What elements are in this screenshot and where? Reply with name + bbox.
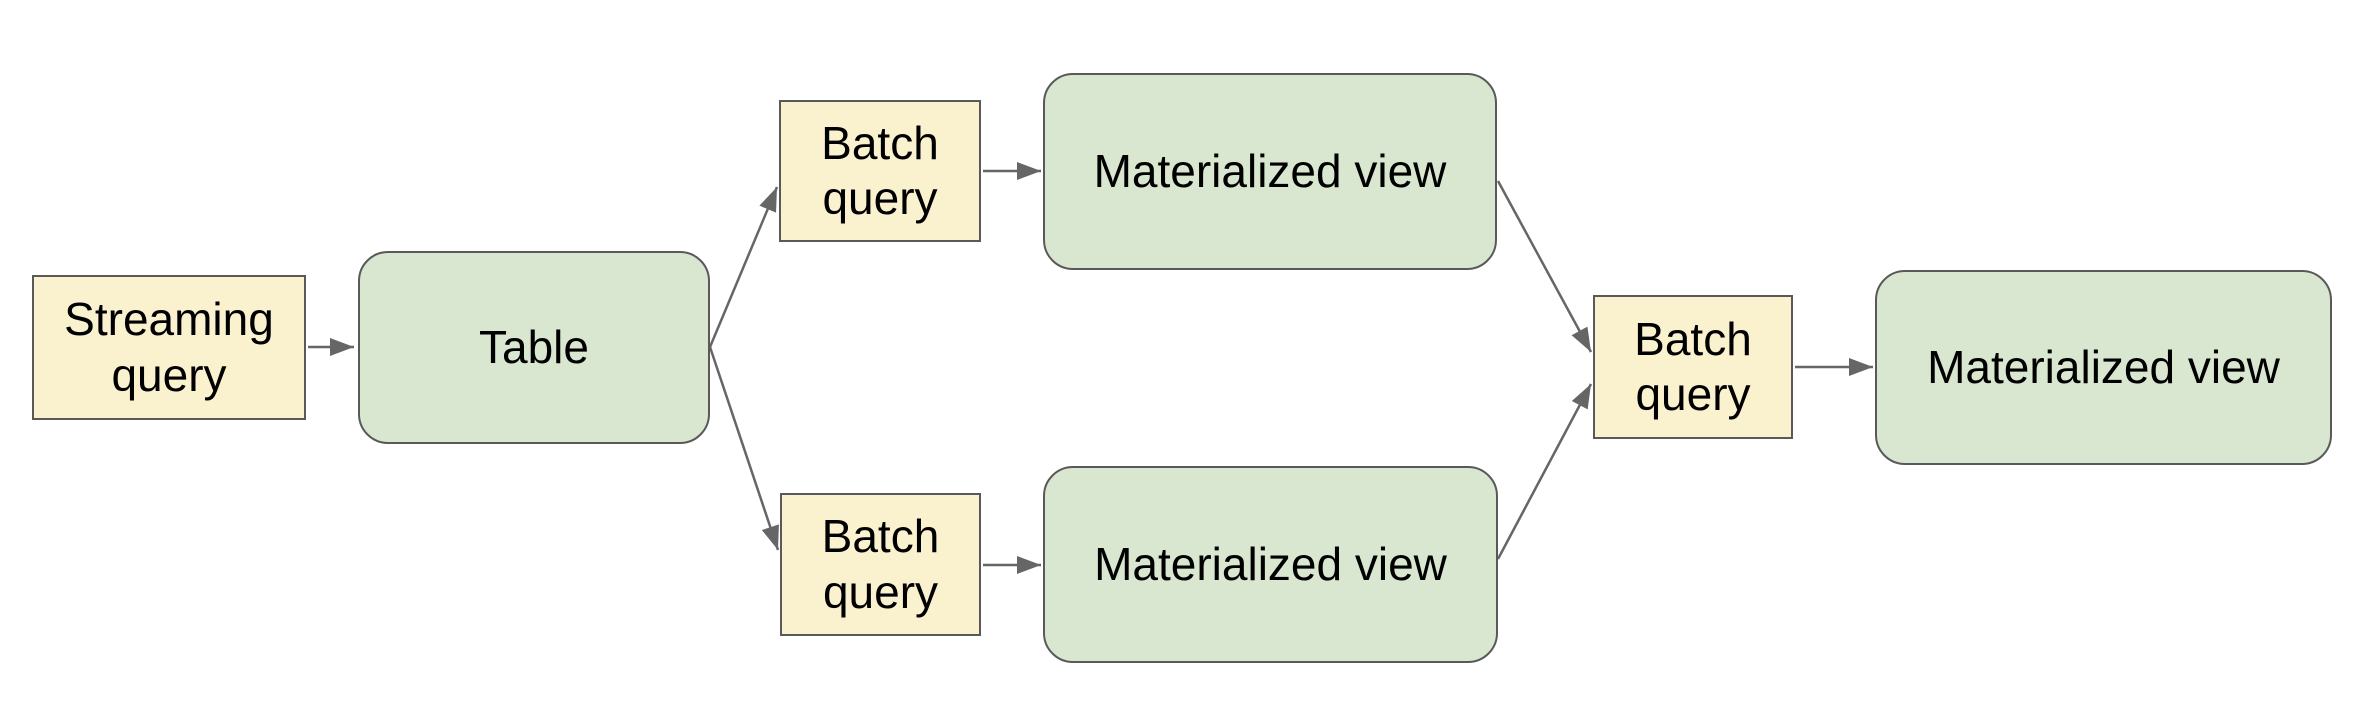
node-batch-query-bottom: Batch query bbox=[780, 493, 981, 636]
node-label: Batch query bbox=[1634, 312, 1752, 420]
node-batch-query-right: Batch query bbox=[1593, 295, 1793, 439]
node-label: Batch query bbox=[821, 510, 940, 618]
edge-table-to-batch-query-top bbox=[708, 186, 779, 348]
node-label: Streaming query bbox=[64, 293, 274, 401]
node-label: Materialized view bbox=[1093, 144, 1447, 197]
node-label: Table bbox=[479, 320, 589, 373]
node-label: Materialized view bbox=[1094, 537, 1447, 590]
edge-materialized-view-top-to-batch-query-right bbox=[1496, 180, 1593, 353]
node-materialized-view-final: Materialized view bbox=[1875, 270, 2332, 465]
node-batch-query-top: Batch query bbox=[779, 100, 981, 242]
node-label: Batch query bbox=[821, 116, 939, 224]
edge-table-to-batch-query-bottom bbox=[708, 346, 780, 551]
node-streaming-query: Streaming query bbox=[32, 275, 306, 420]
node-table: Table bbox=[358, 251, 710, 444]
node-materialized-view-bottom: Materialized view bbox=[1043, 466, 1498, 663]
node-label: Materialized view bbox=[1927, 340, 2280, 393]
edge-materialized-view-bottom-to-batch-query-right bbox=[1496, 383, 1593, 560]
node-materialized-view-top: Materialized view bbox=[1043, 73, 1497, 270]
